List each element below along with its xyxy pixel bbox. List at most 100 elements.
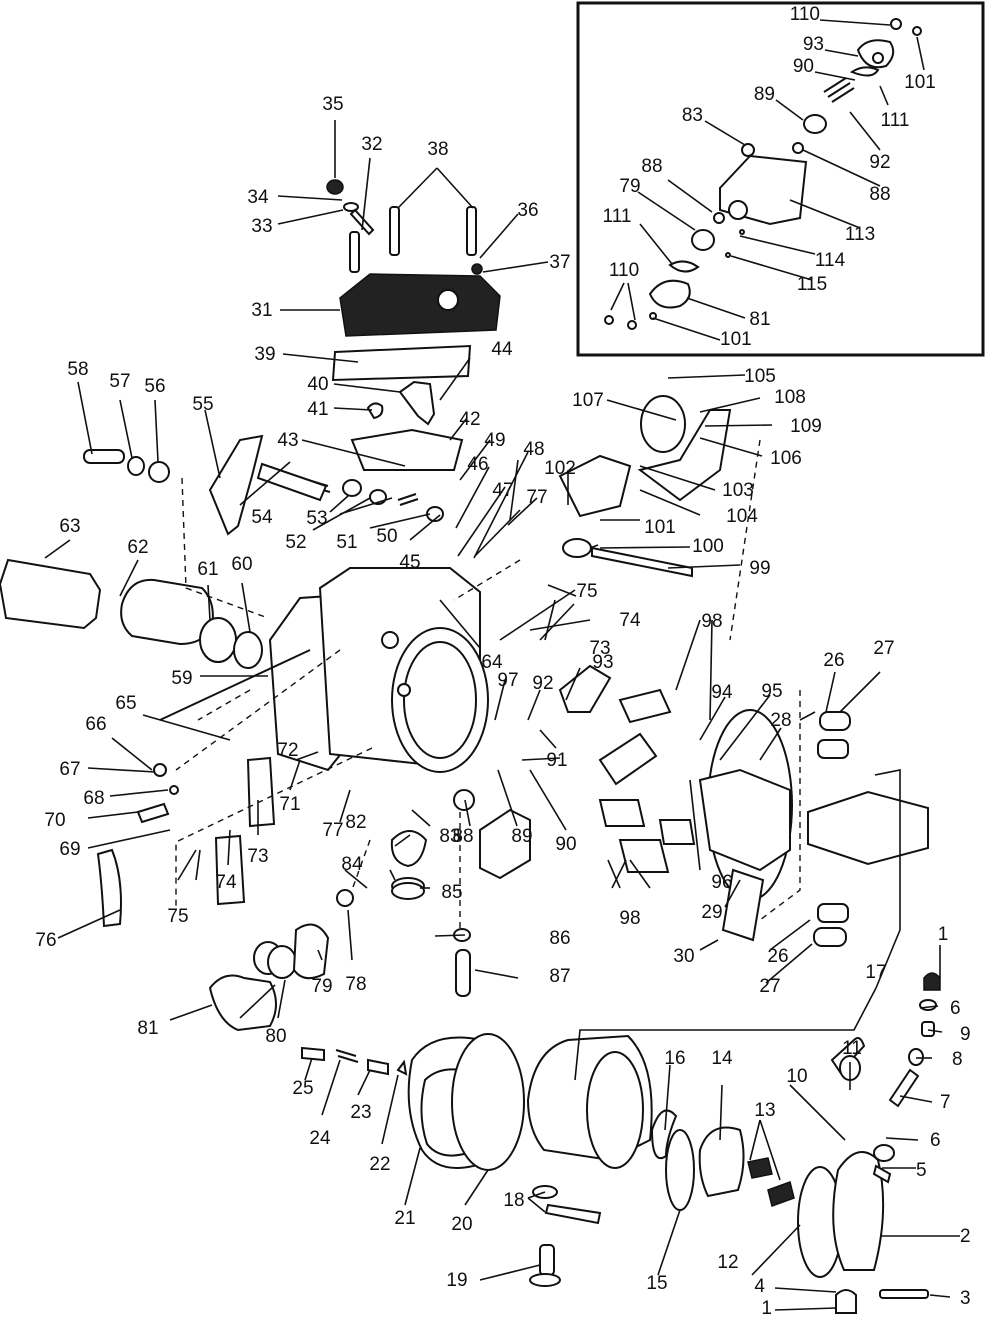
callout-label-74: 74 <box>215 872 237 893</box>
callout-label-40: 40 <box>307 374 328 395</box>
callout-label-15: 15 <box>646 1273 667 1294</box>
callout-label-55: 55 <box>192 394 213 415</box>
inset-detail-parts <box>604 18 922 330</box>
callout-label-1: 1 <box>761 1298 772 1319</box>
callout-label-59: 59 <box>171 668 192 689</box>
callout-label-39: 39 <box>254 344 275 365</box>
callout-label-74: 74 <box>619 610 641 631</box>
callout-label-89: 89 <box>511 826 532 847</box>
callout-label-41: 41 <box>307 399 328 420</box>
callout-label-111: 111 <box>881 110 910 131</box>
callout-label-105: 105 <box>744 366 776 387</box>
callout-label-93: 93 <box>803 34 824 55</box>
callout-label-42: 42 <box>459 409 480 430</box>
callout-label-81: 81 <box>749 309 770 330</box>
callout-label-100: 100 <box>692 536 724 557</box>
callout-label-14: 14 <box>711 1048 733 1069</box>
left-side-parts <box>0 558 354 1032</box>
callout-label-110: 110 <box>790 4 820 25</box>
callout-label-101: 101 <box>644 517 676 538</box>
callout-label-73: 73 <box>247 846 268 867</box>
callout-label-29: 29 <box>701 902 722 923</box>
callout-label-49: 49 <box>484 430 505 451</box>
callout-label-87: 87 <box>549 966 570 987</box>
callout-label-115: 115 <box>797 274 827 295</box>
callout-label-92: 92 <box>532 673 553 694</box>
callout-label-11: 11 <box>842 1038 862 1059</box>
callout-label-6: 6 <box>950 998 961 1019</box>
callout-label-58: 58 <box>67 359 88 380</box>
callout-label-104: 104 <box>726 506 758 527</box>
callout-label-85: 85 <box>441 882 462 903</box>
callout-label-101: 101 <box>720 329 752 350</box>
callout-label-88: 88 <box>869 184 890 205</box>
right-side-parts <box>558 395 929 947</box>
callout-label-65: 65 <box>115 693 136 714</box>
callout-label-64: 64 <box>481 652 503 673</box>
callout-label-19: 19 <box>446 1270 467 1291</box>
callout-label-37: 37 <box>549 252 570 273</box>
callout-label-22: 22 <box>369 1154 390 1175</box>
callout-label-9: 9 <box>960 1024 971 1045</box>
callout-label-92: 92 <box>869 152 890 173</box>
callout-label-86: 86 <box>549 928 570 949</box>
callout-label-62: 62 <box>127 537 148 558</box>
callout-label-89: 89 <box>754 84 775 105</box>
callout-label-81: 81 <box>137 1018 158 1039</box>
callout-label-4: 4 <box>754 1276 765 1297</box>
callout-label-45: 45 <box>399 552 420 573</box>
callout-label-103: 103 <box>722 480 754 501</box>
callout-label-54: 54 <box>251 507 273 528</box>
callout-label-96: 96 <box>711 872 732 893</box>
callout-label-101: 101 <box>904 72 936 93</box>
callout-label-80: 80 <box>265 1026 286 1047</box>
callout-label-13: 13 <box>754 1100 775 1121</box>
pump-housing <box>268 567 489 773</box>
callout-label-23: 23 <box>350 1102 371 1123</box>
callout-label-7: 7 <box>940 1092 951 1113</box>
callout-label-43: 43 <box>277 430 298 451</box>
callout-label-78: 78 <box>345 974 366 995</box>
callout-label-38: 38 <box>427 139 448 160</box>
callout-label-113: 113 <box>845 224 875 245</box>
callout-label-26: 26 <box>823 650 844 671</box>
callout-label-68: 68 <box>83 788 104 809</box>
callout-label-18: 18 <box>503 1190 524 1211</box>
callout-label-76: 76 <box>35 930 56 951</box>
callout-label-93: 93 <box>592 652 613 673</box>
callout-leader-lines <box>44 19 960 1311</box>
callout-label-31: 31 <box>251 300 272 321</box>
callout-label-88: 88 <box>641 156 662 177</box>
callout-label-71: 71 <box>279 794 300 815</box>
callout-label-46: 46 <box>467 454 488 475</box>
callout-label-79: 79 <box>619 176 640 197</box>
callout-label-16: 16 <box>664 1048 685 1069</box>
callout-label-82: 82 <box>345 812 366 833</box>
callout-label-70: 70 <box>44 810 65 831</box>
callout-label-27: 27 <box>873 638 894 659</box>
inset-detail-box <box>576 1 985 357</box>
dashed-alignment-lines <box>175 439 801 930</box>
callout-label-25: 25 <box>292 1078 313 1099</box>
callout-label-90: 90 <box>793 56 814 77</box>
callout-label-28: 28 <box>770 710 791 731</box>
bottom-assembly-parts <box>301 972 941 1314</box>
callout-label-97: 97 <box>497 670 518 691</box>
callout-label-83: 83 <box>439 826 460 847</box>
callout-label-77: 77 <box>526 487 547 508</box>
callout-label-66: 66 <box>85 714 106 735</box>
callout-label-79: 79 <box>311 976 332 997</box>
callout-label-109: 109 <box>790 416 822 437</box>
callout-label-48: 48 <box>523 439 544 460</box>
callout-label-84: 84 <box>341 854 363 875</box>
callout-label-88: 88 <box>452 826 473 847</box>
callout-label-12: 12 <box>717 1252 738 1273</box>
callout-label-102: 102 <box>544 458 576 479</box>
callout-label-30: 30 <box>673 946 694 967</box>
callout-label-6: 6 <box>930 1130 941 1151</box>
callout-label-1: 1 <box>938 924 949 945</box>
callout-label-21: 21 <box>394 1208 415 1229</box>
callout-label-8: 8 <box>952 1049 963 1070</box>
callout-labels: 1109390101111899283888879113114111115110… <box>35 4 970 1319</box>
